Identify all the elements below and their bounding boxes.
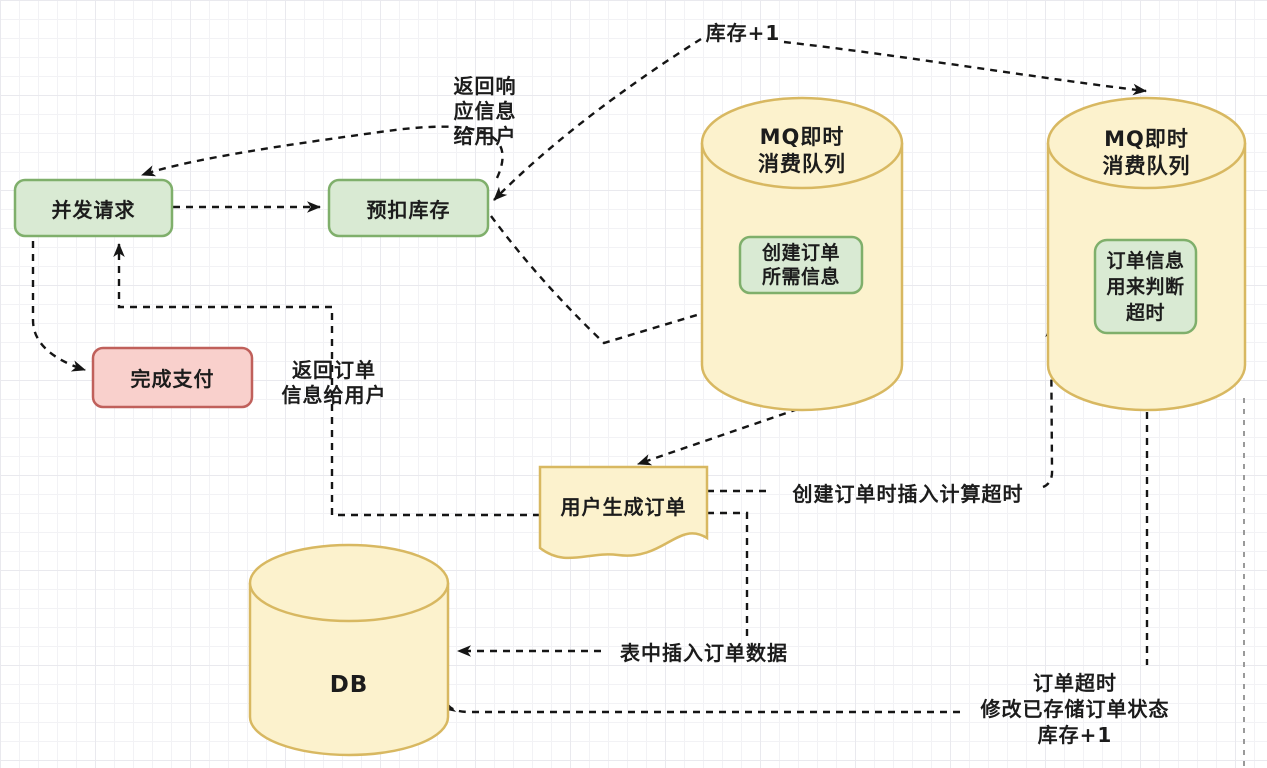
edge-label-return-order-info: 返回订单 信息给用户	[270, 358, 398, 408]
return-order-info-line1: 返回订单	[292, 358, 376, 382]
mq-queue-2-title: MQ即时 消费队列	[1056, 126, 1237, 180]
pre-deduct-stock-label: 预扣库存	[366, 197, 451, 222]
edge-stock-plus-one-right	[783, 40, 1147, 96]
user-order-document	[538, 465, 709, 560]
edge-stock-plus-one-left	[493, 37, 702, 201]
mq-queue-2-title-line2: 消费队列	[1102, 154, 1191, 178]
edge-prededuct-to-mq1	[490, 215, 755, 345]
edge-return-order-info	[113, 243, 540, 517]
edge-label-insert-timeout: 创建订单时插入计算超时	[792, 481, 1024, 506]
mq-queue-2-title-line1: MQ即时	[1104, 127, 1189, 151]
order-timeout-info-line2: 用来判断	[1106, 275, 1185, 298]
concurrent-request-label: 并发请求	[51, 197, 136, 222]
return-order-info-line2: 信息给用户	[281, 383, 387, 407]
order-creation-info-box	[738, 235, 864, 295]
edge-mq2-to-db-b	[444, 701, 960, 717]
mq-queue-1-title: MQ即时 消费队列	[712, 124, 892, 178]
pre-deduct-stock-node	[327, 178, 490, 238]
return-response-line3: 给用户	[453, 124, 517, 148]
edge-request-to-payment	[31, 241, 86, 372]
order-creation-info-line2: 所需信息	[761, 266, 840, 288]
order-timeout-info-box	[1093, 238, 1198, 335]
user-order-document-label: 用户生成订单	[560, 494, 687, 519]
edge-label-stock-plus-one: 库存+1	[705, 20, 781, 45]
edge-document-to-mq2-b	[1042, 323, 1057, 489]
edge-document-to-db-a	[707, 511, 749, 637]
order-timeout-info-line1: 订单信息	[1106, 249, 1185, 272]
edge-label-insert-order-data: 表中插入订单数据	[620, 640, 788, 665]
order-creation-info-line1: 创建订单	[761, 242, 840, 264]
edge-mq1-to-document	[637, 407, 799, 466]
edge-label-return-response: 返回响 应信息 给用户	[443, 74, 527, 149]
complete-payment-node	[91, 346, 254, 409]
edge-label-order-timeout: 订单超时 修改已存储订单状态 库存+1	[962, 670, 1188, 748]
order-creation-info-label: 创建订单 所需信息	[740, 240, 862, 290]
mq-queue-1-title-line1: MQ即时	[759, 125, 845, 149]
edge-return-response	[141, 125, 504, 179]
complete-payment-label: 完成支付	[130, 367, 215, 391]
order-timeout-line3: 库存+1	[1037, 723, 1113, 747]
return-response-line2: 应信息	[453, 99, 517, 123]
db-label: DB	[329, 672, 369, 698]
order-timeout-info-label: 订单信息 用来判断 超时	[1095, 244, 1196, 329]
order-timeout-info-line3: 超时	[1125, 301, 1165, 324]
concurrent-request-node	[13, 178, 174, 238]
order-timeout-line2: 修改已存储订单状态	[980, 697, 1170, 721]
db-cylinder	[248, 543, 450, 757]
return-response-line1: 返回响	[453, 74, 517, 98]
order-timeout-line1: 订单超时	[1033, 671, 1117, 695]
mq-queue-1-title-line2: 消费队列	[758, 152, 846, 176]
